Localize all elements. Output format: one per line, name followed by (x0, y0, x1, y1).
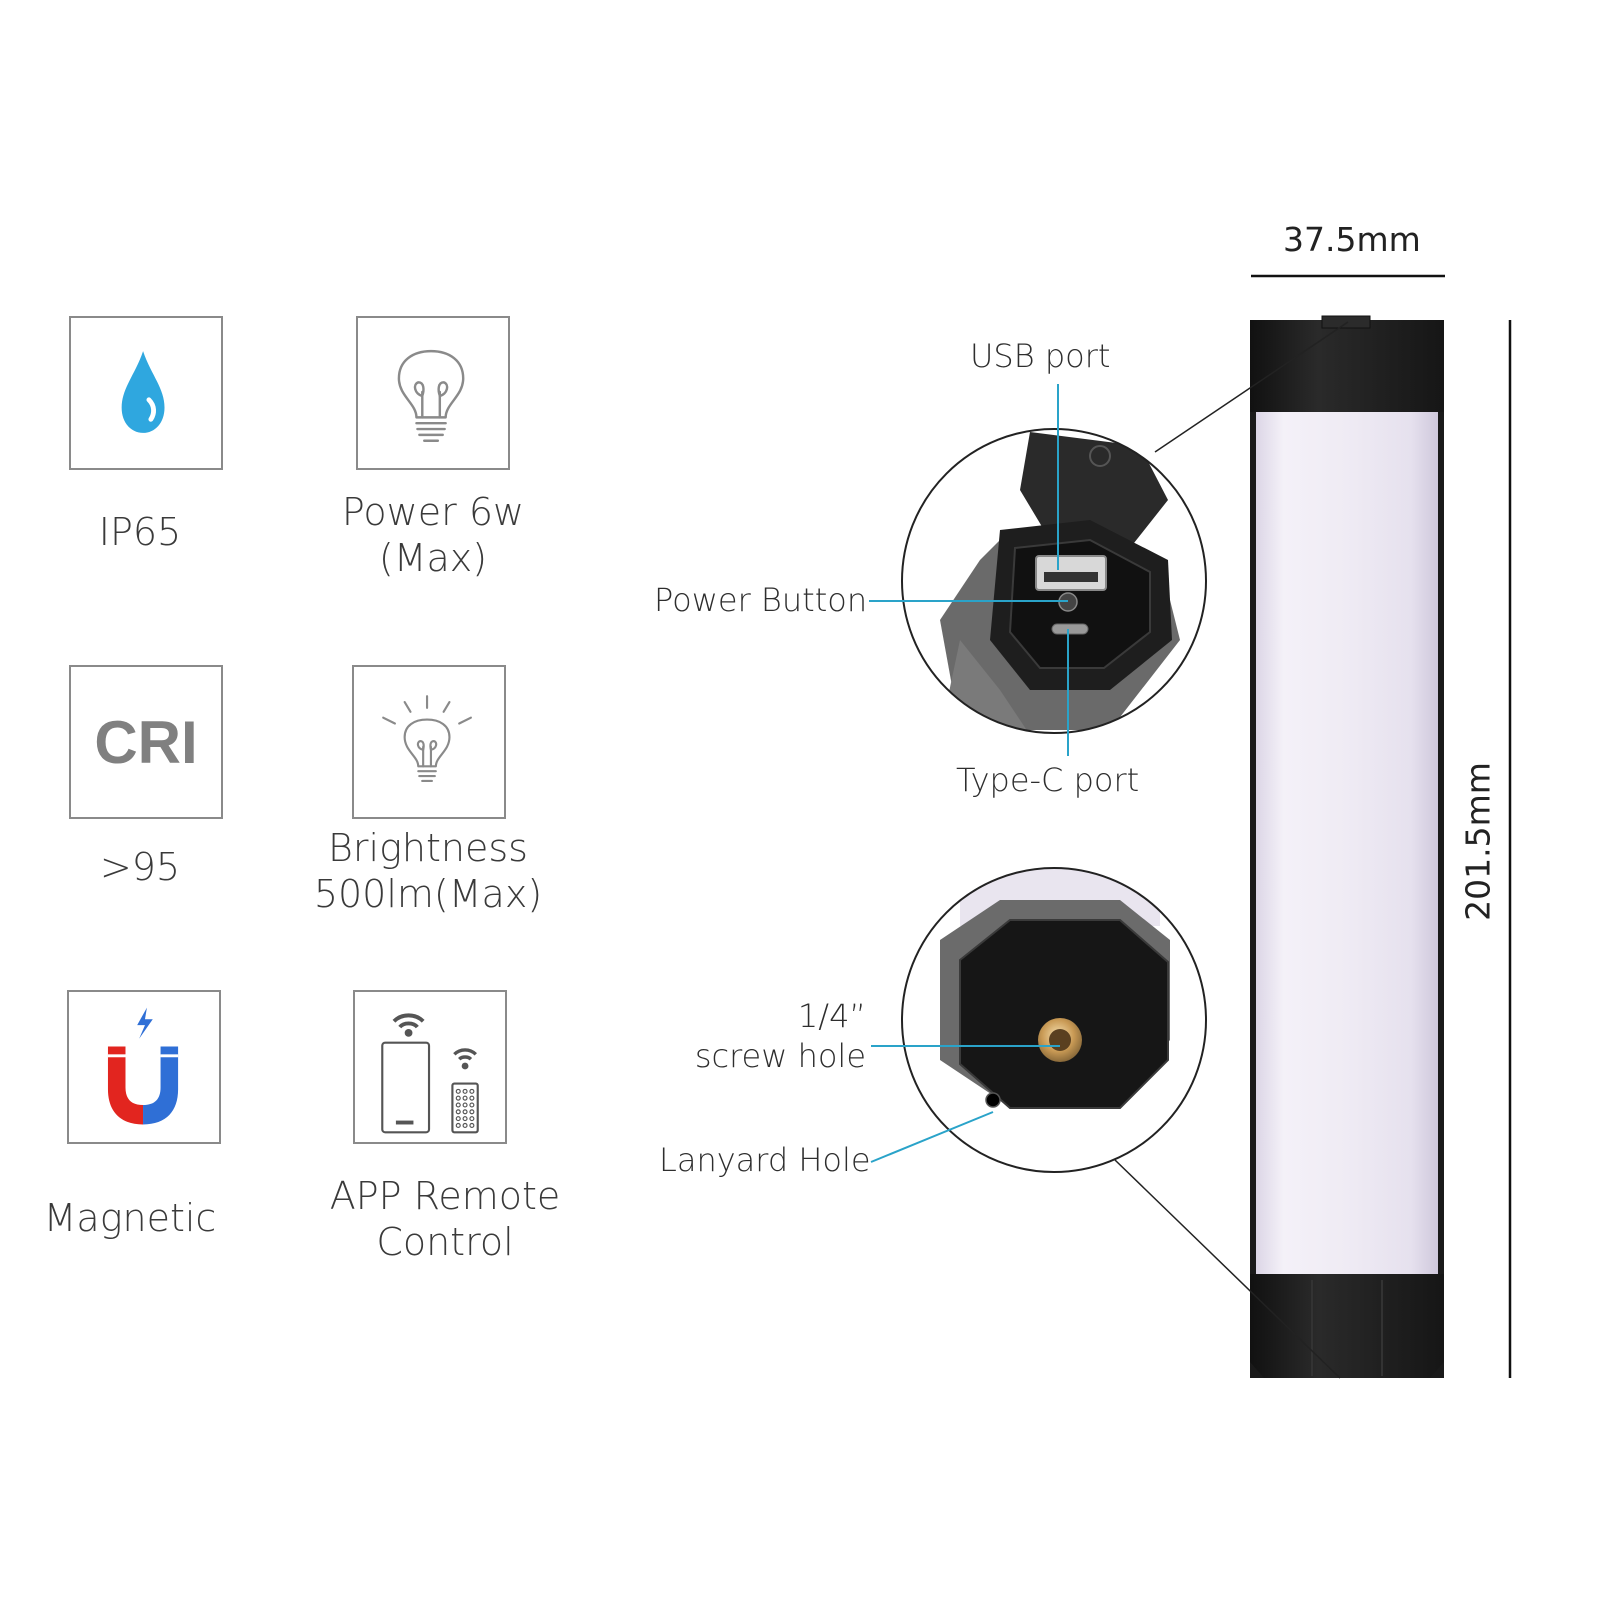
type-c-port-callout: Type-C port (956, 761, 1140, 799)
light-bulb-icon (397, 349, 465, 442)
water-drop-icon (121, 351, 165, 433)
ip65-label: IP65 (98, 510, 182, 554)
power-button-callout: Power Button (654, 581, 868, 619)
usb-port-callout: USB port (970, 337, 1111, 375)
magnet-icon (107, 1007, 179, 1125)
bright-bulb-icon (382, 695, 472, 783)
cri-label: >95 (99, 845, 181, 889)
brightness-icon-box (352, 665, 506, 819)
ip65-icon-box (69, 316, 223, 470)
magnetic-label: Magnetic (43, 1196, 217, 1240)
power-label: Power 6w (Max) (341, 490, 525, 580)
cri-icon: CRI (94, 708, 198, 776)
screw-hole-callout: 1/4” screw hole (694, 997, 866, 1075)
height-dimension-label: 201.5mm (1458, 762, 1498, 921)
light-tube (1250, 315, 1444, 1378)
phone-remote-icon (381, 1013, 479, 1134)
lanyard-hole-callout: Lanyard Hole (659, 1141, 871, 1179)
cri-icon-box: CRI (69, 665, 223, 819)
bottom-base-zoom (902, 868, 1206, 1172)
width-dimension-label: 37.5mm (1283, 220, 1421, 259)
lanyard-hole-leader (870, 1111, 994, 1163)
app-remote-icon-box (353, 990, 507, 1144)
brightness-label: Brightness 500lm(Max) (313, 826, 543, 916)
power-icon-box (356, 316, 510, 470)
magnetic-icon-box (67, 990, 221, 1144)
app-remote-label: APP Remote Control (329, 1174, 561, 1264)
